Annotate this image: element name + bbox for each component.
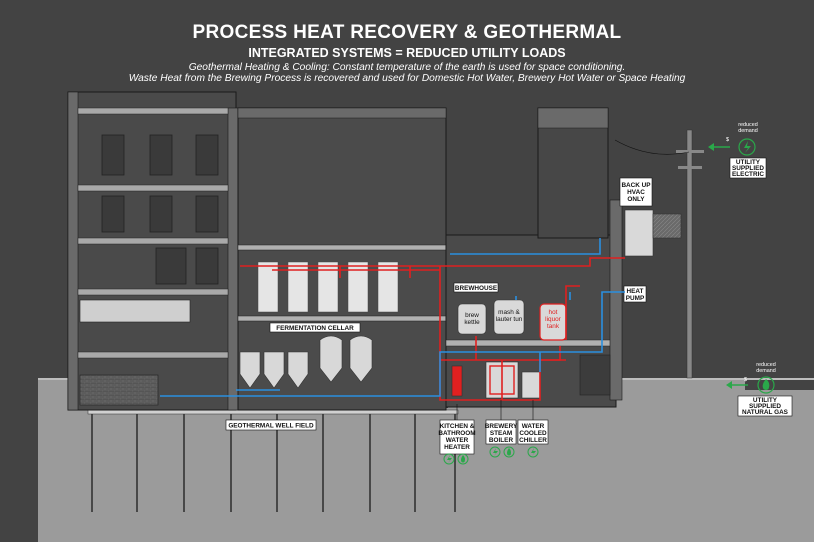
- description-geothermal: Geothermal Heating & Cooling: Constant t…: [188, 62, 626, 73]
- brew-kettle: [457, 303, 487, 335]
- lightning-icon: [443, 453, 455, 465]
- svg-text:demand: demand: [738, 128, 757, 134]
- utility-pole: [614, 129, 704, 379]
- svg-text:lauter tun: lauter tun: [496, 316, 523, 323]
- svg-text:ONLY: ONLY: [627, 196, 645, 203]
- svg-text:UTILITY: UTILITY: [736, 159, 761, 166]
- svg-text:STEAM: STEAM: [490, 430, 512, 437]
- equipment-energy-icons: [443, 446, 539, 465]
- svg-text:CHILLER: CHILLER: [519, 437, 547, 444]
- water-heater: [451, 365, 463, 397]
- svg-text:BOILER: BOILER: [489, 437, 514, 444]
- lightning-icon: [489, 446, 501, 458]
- svg-text:SUPPLIED: SUPPLIED: [732, 165, 764, 172]
- flame-icon: [762, 379, 770, 390]
- water-chiller: [521, 371, 541, 399]
- svg-text:$: $: [726, 137, 729, 143]
- page-subtitle: INTEGRATED SYSTEMS = REDUCED UTILITY LOA…: [248, 46, 566, 60]
- svg-text:demand: demand: [756, 368, 775, 374]
- brewhouse-label: BREWHOUSE: [455, 285, 498, 292]
- svg-text:WATER: WATER: [522, 423, 545, 430]
- fermentation-tanks: [239, 335, 373, 389]
- svg-text:UTILITY: UTILITY: [753, 397, 778, 404]
- svg-text:brew: brew: [465, 312, 479, 319]
- svg-text:WATER: WATER: [446, 437, 469, 444]
- svg-text:$: $: [744, 377, 747, 383]
- page-title: PROCESS HEAT RECOVERY & GEOTHERMAL: [192, 22, 622, 43]
- svg-text:HEAT: HEAT: [627, 288, 644, 295]
- svg-text:mash &: mash &: [498, 309, 520, 316]
- svg-text:reduced: reduced: [756, 362, 775, 368]
- hvac-unit: BACK UP HVAC ONLY HEAT PUMP: [619, 177, 682, 303]
- svg-text:kettle: kettle: [464, 319, 480, 326]
- svg-text:HEATER: HEATER: [444, 444, 470, 451]
- svg-text:PUMP: PUMP: [626, 295, 645, 302]
- flame-icon: [503, 446, 515, 458]
- svg-text:HVAC: HVAC: [627, 189, 645, 196]
- description-waste-heat: Waste Heat from the Brewing Process is r…: [128, 73, 686, 84]
- svg-text:BREWERY: BREWERY: [485, 423, 518, 430]
- svg-text:hot: hot: [549, 309, 558, 316]
- lightning-icon: [744, 141, 751, 153]
- svg-text:BATHROOM: BATHROOM: [438, 430, 475, 437]
- mash-lauter-tun: [493, 299, 525, 335]
- svg-text:BACK UP: BACK UP: [621, 182, 651, 189]
- svg-text:liquor: liquor: [545, 316, 562, 323]
- middle-building: FERMENTATION CELLAR: [237, 107, 447, 411]
- svg-text:tank: tank: [547, 323, 560, 330]
- svg-text:reduced: reduced: [738, 122, 757, 128]
- svg-text:KITCHEN &: KITCHEN &: [440, 423, 475, 430]
- svg-text:COOLED: COOLED: [519, 430, 547, 437]
- svg-text:NATURAL GAS: NATURAL GAS: [742, 409, 789, 416]
- utility-electric: reduced demand $ UTILITY SUPPLIED ELECTR…: [708, 122, 767, 179]
- utility-natural-gas: reduced demand $ UTILITY SUPPLIED NATURA…: [726, 362, 793, 417]
- brewhouse-building: BREWHOUSE brew kettle mash & lauter tun …: [445, 107, 623, 408]
- flame-icon: [457, 453, 469, 465]
- geothermal-well-field: GEOTHERMAL WELL FIELD: [87, 409, 459, 512]
- equipment-labels: KITCHEN & BATHROOM WATER HEATER BREWERY …: [438, 400, 549, 455]
- svg-text:ELECTRIC: ELECTRIC: [732, 171, 764, 178]
- svg-text:SUPPLIED: SUPPLIED: [749, 403, 781, 410]
- hot-pipes: [240, 257, 625, 401]
- cold-pipes: [160, 238, 625, 397]
- left-building: [67, 91, 239, 411]
- fermentation-cellar-label: FERMENTATION CELLAR: [276, 325, 354, 332]
- lightning-icon: [527, 446, 539, 458]
- geothermal-field-label: GEOTHERMAL WELL FIELD: [228, 423, 314, 430]
